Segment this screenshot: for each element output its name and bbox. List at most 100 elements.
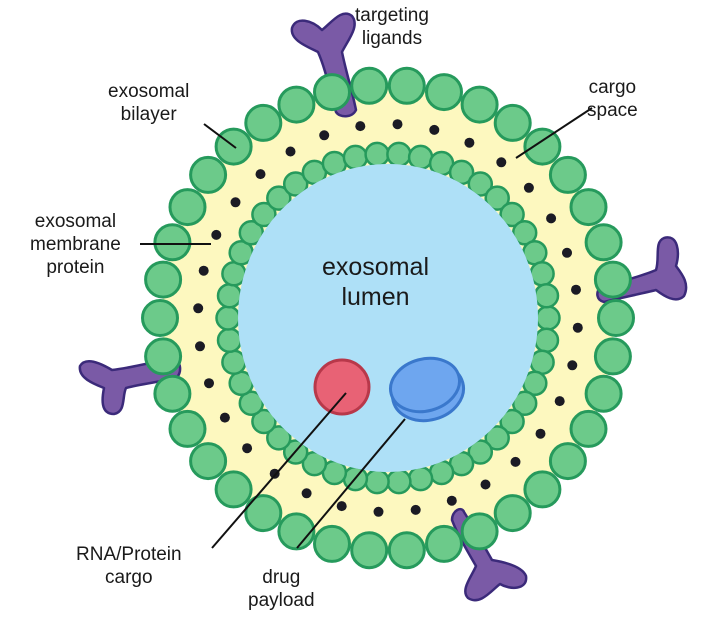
leader-line	[211, 392, 347, 549]
cargo-layer	[313, 356, 466, 423]
inner-lipid-head	[467, 171, 494, 197]
inner-lipid-head	[364, 141, 390, 168]
lumen-layer	[238, 164, 538, 472]
label-drug-payload: drug payload	[248, 566, 315, 612]
label-line: cargo	[588, 77, 637, 98]
inner-lipid-head	[216, 282, 243, 309]
membrane-protein-dot	[535, 428, 546, 439]
outer-lipid-head	[244, 103, 283, 142]
outer-lipid-head	[569, 188, 608, 227]
inner-lipid-head	[238, 220, 265, 246]
outer-lipid-head	[387, 66, 426, 105]
label-line: RNA/Protein	[76, 544, 182, 565]
inner-lipid-head	[535, 305, 561, 331]
outer-lipid-head	[597, 299, 635, 337]
inner-lipid-head	[215, 305, 241, 331]
membrane-protein-dot	[373, 506, 384, 517]
inner-lipid-head	[529, 349, 555, 375]
outer-lipid-head	[350, 531, 389, 570]
outer-lipid-head	[548, 155, 587, 194]
membrane-protein-dot	[446, 495, 457, 506]
inner-lipid-head	[484, 425, 510, 451]
outer-lipid-head	[460, 512, 499, 551]
label-cargo-space: cargo space	[587, 76, 638, 122]
inner-lipid-head	[364, 468, 390, 495]
membrane-protein-dot	[480, 479, 491, 490]
outer-lipid-head	[144, 337, 183, 376]
outer-lipid-head	[493, 103, 532, 142]
outer-lipid-head	[244, 494, 283, 533]
outer-lipid-head	[313, 73, 351, 112]
membrane-protein-dot	[496, 157, 507, 168]
label-line: payload	[248, 590, 315, 611]
membrane-protein-dot	[429, 124, 440, 135]
outer-lipid-head	[584, 223, 623, 262]
label-line: drug	[262, 567, 301, 588]
membrane-protein-dot	[392, 119, 403, 130]
label-line: membrane	[30, 234, 121, 255]
inner-lipid-head	[221, 349, 247, 375]
membrane-protein-dot	[355, 121, 366, 132]
label-line: ligands	[361, 28, 423, 49]
label-line: exosomal	[34, 211, 117, 232]
outer-lipid-head	[593, 260, 632, 299]
membrane-protein-dot	[336, 501, 347, 512]
outer-lipid-head	[584, 374, 623, 413]
label-line: space	[587, 100, 638, 121]
membrane-protein-dot	[198, 265, 209, 276]
outer-lipid-head	[569, 409, 608, 448]
leader-line	[515, 107, 593, 159]
outer-lipid-head	[425, 73, 463, 112]
membrane-protein-dot	[571, 284, 581, 295]
inner-lipid-head	[511, 220, 538, 246]
membrane-protein-dot	[554, 396, 565, 407]
inner-lipid-head	[499, 201, 525, 228]
outer-lipid-head	[214, 470, 253, 509]
inner-lipid-head	[342, 144, 369, 171]
outer-bead-ring	[141, 66, 635, 570]
outer-lipid-head	[153, 223, 192, 262]
outer-lipid-head	[277, 512, 316, 551]
inner-lipid-head	[484, 185, 510, 211]
membrane-protein-dot	[204, 378, 214, 389]
leader-line	[296, 418, 406, 549]
inner-lipid-head	[407, 465, 434, 492]
outer-lipid-head	[153, 374, 192, 413]
membrane-protein-dot	[255, 169, 266, 180]
outer-lipid-head	[548, 442, 587, 481]
inner-lipid-head	[216, 327, 243, 354]
membrane-protein-dot	[510, 456, 521, 467]
inner-lipid-head	[266, 425, 292, 451]
membrane-protein-dot	[242, 443, 253, 454]
membrane-protein-dot	[567, 360, 578, 371]
outer-lipid-head	[523, 127, 562, 166]
label-line: bilayer	[120, 104, 177, 125]
label-line: exosomal	[108, 81, 190, 102]
inner-lipid-head	[467, 439, 494, 465]
inner-lipid-head	[251, 201, 277, 228]
membrane-protein-dot	[319, 130, 330, 141]
label-line: targeting	[355, 5, 429, 26]
membrane-protein-dot	[546, 213, 557, 224]
label-exosomal-bilayer: exosomal bilayer	[108, 80, 189, 126]
inner-lipid-head	[282, 171, 309, 197]
outer-lipid-head	[313, 524, 351, 563]
outer-lipid-head	[593, 337, 632, 376]
outer-lipid-head	[189, 442, 228, 481]
drug-payload-icon	[389, 356, 461, 414]
membrane-protein-dot	[195, 341, 205, 352]
inner-lipid-head	[533, 282, 560, 309]
membrane-protein-dot	[410, 504, 421, 515]
outer-lipid-head	[168, 409, 207, 448]
inner-lipid-head	[407, 144, 434, 171]
inner-lipid-head	[529, 261, 555, 287]
membrane-protein-dot	[193, 303, 204, 314]
inner-lipid-head	[221, 261, 247, 287]
outer-lipid-head	[387, 531, 426, 570]
label-line: exosomal	[322, 253, 429, 281]
membrane-protein-dot	[572, 322, 583, 333]
membrane-protein-dot	[219, 412, 230, 423]
inner-lipid-head	[533, 327, 560, 354]
